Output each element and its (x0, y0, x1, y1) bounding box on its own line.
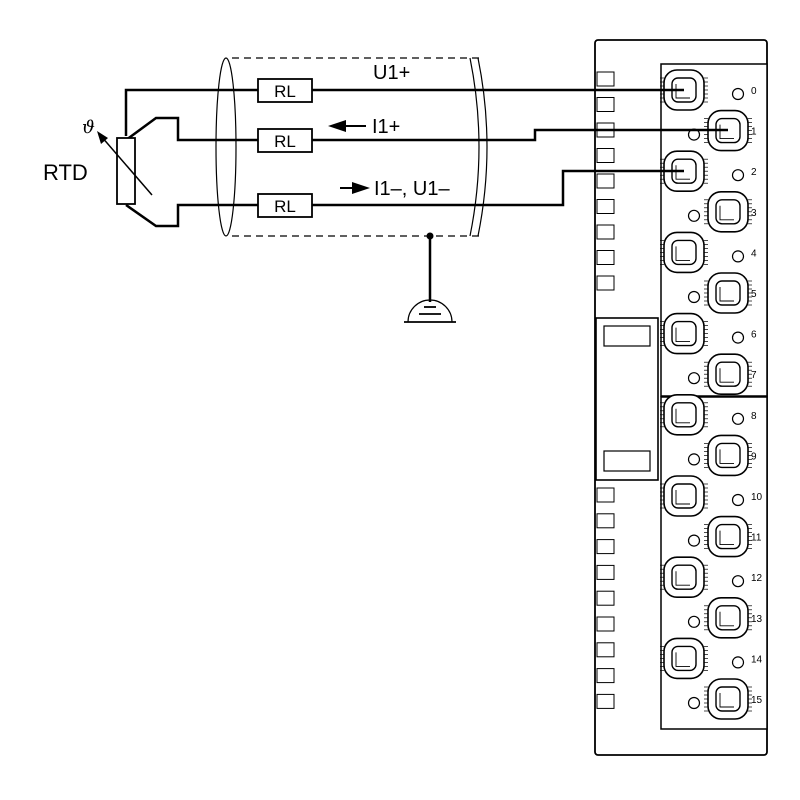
vent-tab (596, 668, 615, 684)
vent-tab (596, 693, 615, 709)
vent-tab (596, 642, 615, 658)
vent-tab (596, 173, 615, 189)
terminal-number: 8 (751, 411, 757, 422)
terminal-number: 10 (751, 492, 763, 503)
resistor-label: RL (274, 197, 296, 216)
terminal-number: 15 (751, 695, 763, 706)
signal-label-i1-plus: I1+ (372, 116, 400, 138)
release-button[interactable] (687, 209, 701, 222)
terminal-number: 11 (751, 533, 762, 544)
vent-tab (596, 513, 615, 529)
vent-tab (596, 275, 615, 291)
vent-tab (596, 224, 615, 240)
terminal-number: 5 (751, 289, 757, 300)
release-button[interactable] (731, 169, 745, 182)
ground-icon (404, 299, 456, 323)
theta-symbol: ϑ (82, 117, 95, 138)
release-button[interactable] (731, 250, 745, 263)
vent-tab (596, 199, 615, 214)
arrow-left-icon (328, 120, 366, 132)
terminal-number: 4 (751, 248, 757, 259)
signal-label-u1-plus: U1+ (373, 62, 410, 84)
terminal-10[interactable]: 10 (660, 475, 763, 517)
vent-tab (596, 250, 615, 265)
release-button[interactable] (731, 412, 745, 425)
terminal-14[interactable]: 14 (660, 637, 763, 680)
terminal-3[interactable]: 3 (687, 191, 758, 233)
resistor-label: RL (274, 132, 296, 151)
release-button[interactable] (687, 615, 701, 628)
release-button[interactable] (731, 493, 745, 507)
terminal-7[interactable]: 7 (687, 353, 758, 396)
vent-tab (596, 539, 615, 555)
terminal-number: 6 (751, 330, 757, 341)
release-button[interactable] (687, 453, 701, 466)
vent-tab (596, 616, 615, 632)
terminal-number: 3 (751, 208, 757, 219)
release-button[interactable] (687, 534, 701, 547)
wire-u1-plus (124, 88, 684, 136)
terminal-number: 2 (751, 167, 757, 178)
terminal-11[interactable]: 11 (687, 515, 762, 558)
release-button[interactable] (731, 331, 745, 344)
terminal-number: 1 (751, 127, 757, 138)
terminal-number: 0 (751, 86, 757, 97)
release-button[interactable] (731, 575, 745, 588)
terminal-15[interactable]: 15 (687, 678, 763, 720)
signal-label-i1-minus-u1-minus: I1–, U1– (374, 178, 450, 200)
release-button[interactable] (687, 372, 701, 385)
terminal-number: 13 (751, 614, 763, 625)
vent-tab (596, 564, 615, 580)
terminal-4[interactable]: 4 (660, 231, 757, 274)
terminal-13[interactable]: 13 (687, 596, 763, 639)
vent-tab (596, 71, 615, 87)
line-resistor-2: RL (257, 128, 313, 153)
line-resistor-1: RL (257, 78, 313, 103)
release-button[interactable] (687, 290, 701, 304)
wire-i1-plus (125, 116, 728, 142)
vent-tab (596, 97, 615, 112)
rtd-label: RTD (43, 160, 88, 185)
vent-tab (596, 487, 615, 503)
terminal-9[interactable]: 9 (687, 434, 758, 477)
module-latch (595, 317, 659, 481)
release-button[interactable] (731, 87, 745, 101)
rtd-sensor: ϑ (82, 117, 153, 205)
resistor-label: RL (274, 82, 296, 101)
terminal-number: 12 (751, 573, 763, 584)
vent-tab (596, 148, 615, 163)
arrow-right-icon (340, 182, 370, 194)
release-button[interactable] (687, 696, 701, 710)
terminal-6[interactable]: 6 (660, 312, 757, 355)
cable-shield (215, 57, 488, 302)
terminal-12[interactable]: 12 (660, 556, 763, 599)
release-button[interactable] (731, 656, 745, 669)
terminal-number: 7 (751, 370, 757, 381)
vent-tab (596, 590, 615, 606)
terminal-5[interactable]: 5 (687, 272, 758, 314)
terminal-number: 9 (751, 451, 757, 462)
module-vent-tabs (596, 71, 615, 709)
wire-i1-minus-u1-minus (125, 169, 684, 228)
terminal-number: 14 (751, 654, 763, 665)
line-resistor-3: RL (257, 193, 313, 218)
terminal-8[interactable]: 8 (660, 393, 757, 436)
